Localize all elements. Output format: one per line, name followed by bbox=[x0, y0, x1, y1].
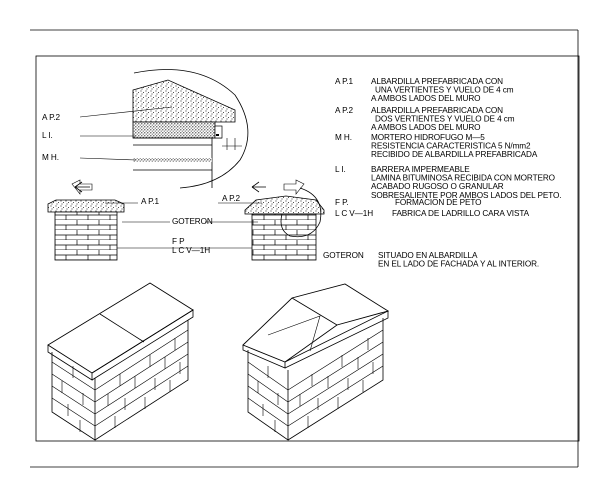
sheet-frame bbox=[30, 29, 580, 468]
legend-code: GOTERON bbox=[323, 251, 364, 260]
legend-description: UNA VERTIENTES Y VUELO DE 4 cm bbox=[375, 86, 514, 95]
legend-description: DOS VERTIENTES Y VUELO DE 4 cm bbox=[375, 115, 515, 124]
legend-description: MORTERO HIDROFUGO M—5 bbox=[371, 133, 485, 142]
legend-description: A AMBOS LADOS DEL MURO bbox=[371, 94, 480, 103]
legend-description: SITUADO EN ALBARDILLA bbox=[378, 251, 478, 260]
legend-description: RECIBIDO DE ALBARDILLA PREFABRICADA bbox=[371, 150, 538, 159]
legend-code: M H. bbox=[335, 133, 352, 142]
legend-description: ACABADO RUGOSO O GRANULAR bbox=[371, 182, 504, 191]
legend-description: A AMBOS LADOS DEL MURO bbox=[371, 123, 480, 132]
legend-description: EN EL LADO DE FACHADA Y AL INTERIOR. bbox=[378, 260, 539, 269]
legend-code: L I. bbox=[335, 165, 346, 174]
legend-code: A P.2 bbox=[335, 106, 354, 115]
legend-description: ALBARDILLA PREFABRICADA CON bbox=[371, 77, 503, 86]
section-label-ap1: A P.1 bbox=[141, 197, 160, 206]
legend-description: SOBRESALIENTE POR AMBOS LADOS DEL PETO. bbox=[371, 191, 561, 200]
detail-label-mh: M H. bbox=[42, 153, 59, 162]
section-label-fp: F P bbox=[172, 237, 185, 246]
legend-code: L C V—1H bbox=[335, 209, 373, 218]
section-single-slope bbox=[47, 179, 125, 261]
legend-description: LAMINA BITUMINOSA RECIBIDA CON MORTERO bbox=[371, 174, 555, 183]
legend-code: A P.1 bbox=[335, 77, 354, 86]
legend-description: RESISTENCIA CARACTERISTICA 5 N/mm2 bbox=[371, 142, 531, 151]
legend-description: FABRICA DE LADRILLO CARA VISTA bbox=[392, 209, 530, 218]
section-double-slope bbox=[244, 179, 325, 261]
section-label-ap2: A P.2 bbox=[222, 194, 241, 203]
legend-description: ALBARDILLA PREFABRICADA CON bbox=[371, 106, 503, 115]
section-leaders: A P.1 A P.2 GOTERON F P L C V—1H bbox=[105, 194, 262, 255]
legend-description: BARRERA IMPERMEABLE bbox=[371, 165, 470, 174]
coping-detail: A P.2 L I. M H. bbox=[42, 69, 249, 189]
legend-description: FORMACION DE PETO bbox=[395, 198, 481, 207]
isometric-double-slope bbox=[242, 283, 390, 441]
section-label-lcv: L C V—1H bbox=[172, 246, 210, 255]
detail-label-li: L I. bbox=[42, 131, 53, 140]
isometric-single-slope bbox=[47, 282, 194, 441]
section-label-goteron: GOTERON bbox=[172, 217, 213, 226]
legend-code: F P. bbox=[335, 198, 349, 207]
detail-label-ap2: A P.2 bbox=[42, 113, 61, 122]
